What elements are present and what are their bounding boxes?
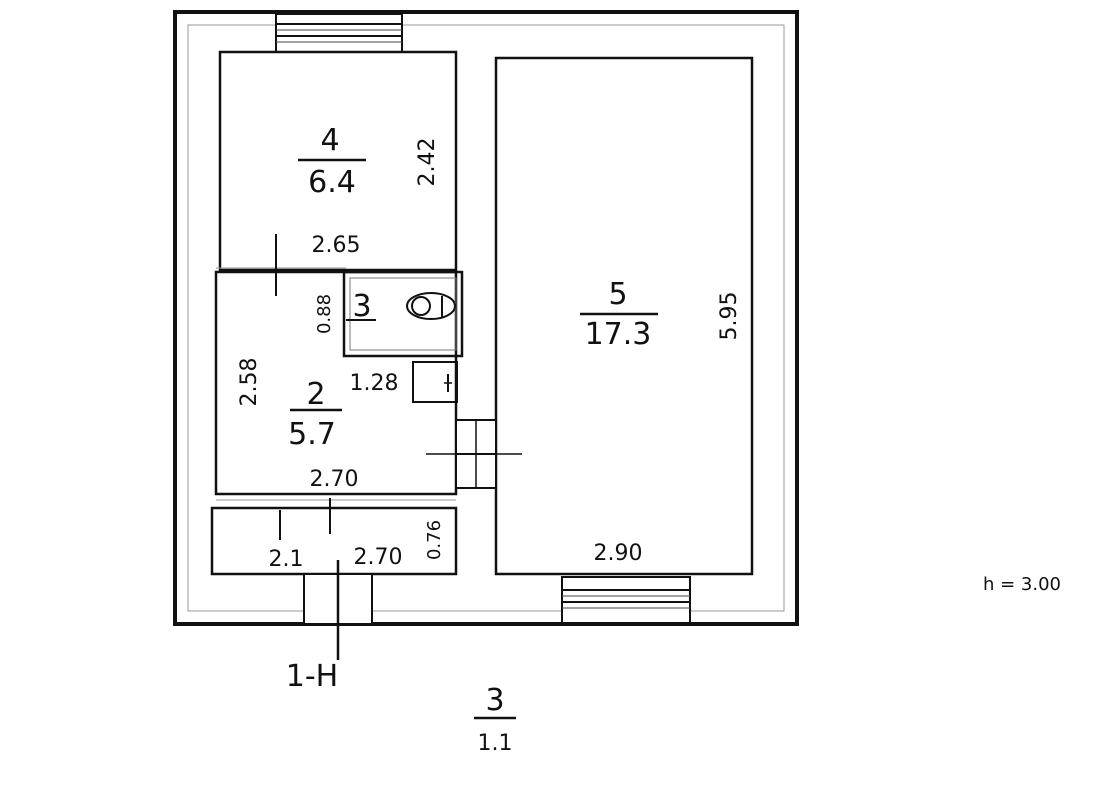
room-3-inner [349,277,457,351]
room-2-height-dim: 2.58 [237,358,262,407]
room-5-width-dim: 2.90 [594,541,643,566]
room-5-number: 5 [608,277,627,312]
vestibule [210,506,458,576]
room-3 [342,270,464,358]
ceiling-height: h = 3.00 [983,574,1061,595]
outer-wall [173,10,799,626]
door-room-5 [426,419,522,489]
room-4-width-dim: 2.65 [312,233,361,258]
apartment-sub: 1.1 [478,731,513,756]
inner-wall-outline [187,24,785,612]
room-5-height-dim: 5.95 [717,292,742,341]
window-top [275,13,403,53]
apartment-number: 3 [485,683,504,718]
sink-icon [412,361,458,403]
vestibule-number: 2.1 [269,547,304,572]
room-5 [494,56,754,576]
room-3-height-dim: 0.88 [314,294,335,334]
room-5-area: 17.3 [585,317,652,352]
room-3-width-dim: 1.28 [350,371,399,396]
toilet-icon [406,292,456,320]
room-4-area: 6.4 [308,165,356,200]
entrance-label: 1-H [286,659,338,694]
entrance-door [303,560,373,660]
vestibule-height-dim: 0.76 [424,520,445,560]
room-4 [218,50,458,272]
room-4-height-dim: 2.42 [415,138,440,187]
vestibule-width-dim: 2.70 [354,545,403,570]
window-bottom [561,576,691,624]
room-2-number: 2 [306,377,325,412]
room-4-number: 4 [320,123,339,158]
room-3-number: 3 [352,289,371,324]
room-2-width-dim: 2.70 [310,467,359,492]
room-2-area: 5.7 [288,417,336,452]
